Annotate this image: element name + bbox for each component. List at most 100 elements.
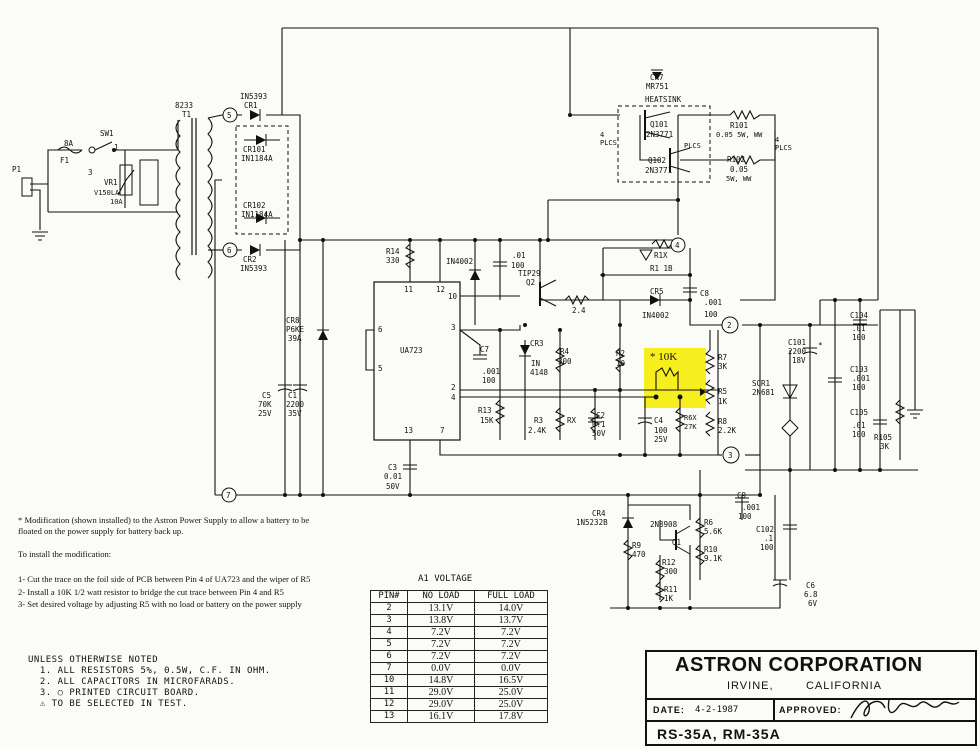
label-c6-val: 6.8 <box>804 590 818 599</box>
label-cr3-a: IN <box>531 359 540 368</box>
cell-full-load: 7.2V <box>474 625 548 639</box>
label-node7: 7 <box>226 491 231 500</box>
label-cr1-part: IN5393 <box>240 92 267 101</box>
cell-full-load: 0.0V <box>474 661 548 675</box>
cell-pin: 4 <box>370 625 408 639</box>
label-c4-v: 25V <box>654 435 668 444</box>
capacitor-c-01 <box>493 261 507 267</box>
label-c8-val: .001 <box>704 298 722 307</box>
label-in4002-a: IN4002 <box>446 257 473 266</box>
label-c105-val: .01 <box>852 421 866 430</box>
label-q1: Q1 <box>672 538 681 547</box>
label-r8-val: 2.2K <box>718 426 737 435</box>
std-note-1: 1. ALL RESISTORS 5%, 0.5W, C.F. IN OHM. <box>28 666 271 676</box>
resistor-r3 <box>554 407 566 433</box>
label-r102-val: 0.05 <box>730 165 748 174</box>
label-c103-val: .001 <box>852 374 870 383</box>
label-r4-val: 300 <box>558 357 572 366</box>
pcb-node-7 <box>221 487 237 503</box>
label-pin4: 4 <box>451 393 456 402</box>
heatsink-box <box>617 105 711 183</box>
cell-full-load: 7.2V <box>474 649 548 663</box>
scr-scr1 <box>782 350 798 420</box>
label-cr7: CR7 <box>650 73 664 82</box>
company-location: IRVINE, CALIFORNIA <box>727 680 882 692</box>
label-q101-part: 2N3771 <box>646 130 673 139</box>
model-number: RS-35A, RM-35A <box>657 726 781 742</box>
label-c102: C102 <box>756 525 774 534</box>
label-q102-part: 2N3771 <box>645 166 672 175</box>
label-r6-val: 5.6K <box>704 527 723 536</box>
cell-no-load: 29.0V <box>407 697 475 711</box>
label-sw-pin3: 3 <box>88 168 93 177</box>
components <box>21 69 923 610</box>
diode-cr4 <box>622 517 634 528</box>
label-c4-val: 100 <box>654 426 668 435</box>
label-node4: 4 <box>675 241 680 250</box>
capacitor-c6 <box>772 579 788 587</box>
transistor-q2 <box>539 279 557 307</box>
label-vr1: VR1 <box>104 178 118 187</box>
label-scr1-part: 2N681 <box>752 388 775 397</box>
cell-no-load: 13.8V <box>407 613 475 627</box>
label-ic-name: UA723 <box>400 346 423 355</box>
cell-no-load: 29.0V <box>407 685 475 699</box>
label-r9-val: 470 <box>632 550 646 559</box>
cell-pin: 13 <box>370 709 408 723</box>
label-r-24: 2.4 <box>572 306 586 315</box>
capacitor-c4 <box>637 417 653 425</box>
table-header-row: PIN# NO LOAD FULL LOAD <box>370 590 548 603</box>
label-c105-v: 100 <box>852 430 866 439</box>
header-full-load: FULL LOAD <box>474 590 548 603</box>
label-r1: R1 1B <box>650 264 673 273</box>
resistor-r13 <box>494 399 506 425</box>
diode-cr7 <box>651 69 663 80</box>
label-c2-val: 0.1 <box>592 420 606 429</box>
title-block: ASTRON CORPORATION IRVINE, CALIFORNIA DA… <box>645 650 977 746</box>
label-f1: F1 <box>60 156 69 165</box>
label-c104-val: .01 <box>852 324 866 333</box>
label-c4: C4 <box>654 416 664 425</box>
transistor-q101 <box>644 110 671 140</box>
resistor-r2 <box>614 347 626 373</box>
mod-step-3: 3- Set desired voltage by adjusting R5 w… <box>18 599 302 609</box>
cell-pin: 3 <box>370 613 408 627</box>
label-c2: C2 <box>596 411 605 420</box>
label-r1x: R1X <box>654 251 668 260</box>
label-cr101-part: IN1184A <box>241 154 273 163</box>
label-scr1: SCR1 <box>752 379 770 388</box>
capacitor-c5 <box>277 384 293 392</box>
label-r9: R9 <box>632 541 641 550</box>
label-c103-v: 100 <box>852 383 866 392</box>
label-r5-val: 1K <box>718 397 728 406</box>
label-r11-val: 1K <box>664 594 674 603</box>
label-cr101: CR101 <box>243 145 266 154</box>
cell-pin: 6 <box>370 649 408 663</box>
resistor-r102 <box>729 154 761 166</box>
label-c-01: .01 <box>512 251 526 260</box>
cell-full-load: 7.2V <box>474 637 548 651</box>
label-pin2: 2 <box>451 383 456 392</box>
cell-no-load: 14.8V <box>407 673 475 687</box>
diode-cr3 <box>519 345 531 357</box>
label-r4: R4 <box>560 347 570 356</box>
resistor-r6x <box>674 407 686 433</box>
label-cr3-b: 4148 <box>530 368 549 377</box>
label-t1-code: 8233 <box>175 101 193 110</box>
cell-no-load: 0.0V <box>407 661 475 675</box>
label-sw-pin1: 1 <box>114 143 119 152</box>
diode-block-cr101-cr102 <box>235 125 289 235</box>
label-c3-val: 0.01 <box>384 472 402 481</box>
resistor-mod-10k <box>655 366 679 390</box>
mod-note-line-2: floated on the power supply for battery … <box>18 526 184 536</box>
label-c7-val: .001 <box>482 367 500 376</box>
mod-note-line-1: * Modification (shown installed) to the … <box>18 515 310 525</box>
label-c3: C3 <box>388 463 397 472</box>
std-note-4: ⚠ TO BE SELECTED IN TEST. <box>28 699 188 709</box>
label-r13-val: 15K <box>480 416 494 425</box>
